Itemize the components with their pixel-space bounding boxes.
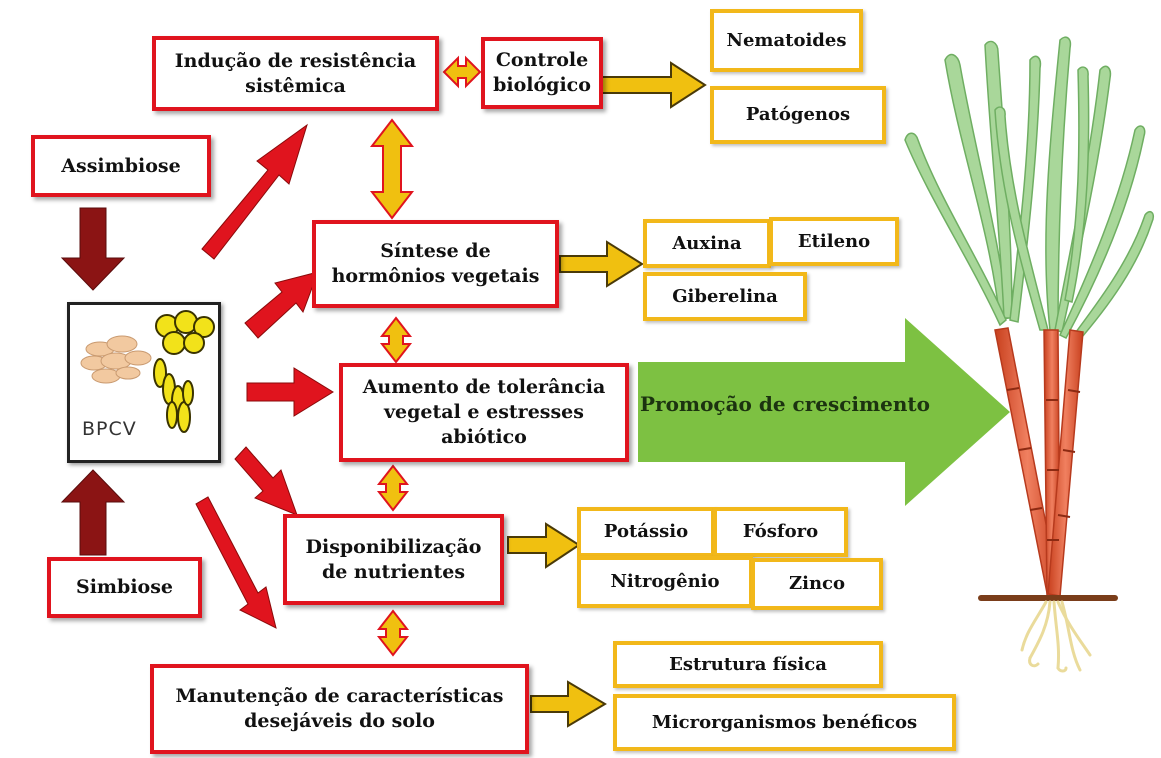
- arrow-to-sintese: [244, 271, 319, 339]
- arrow-to-solo: [530, 680, 607, 728]
- disponibilizacao-line-1: Disponibilização: [305, 535, 482, 558]
- auxina-box: Auxina: [643, 219, 771, 268]
- bpcv-box: BPCV: [67, 302, 221, 463]
- simbiose-box: Simbiose: [47, 557, 202, 618]
- estrutura-fisica-box: Estrutura física: [613, 641, 883, 688]
- arrow-to-manutencao: [195, 496, 277, 629]
- zinco-box: Zinco: [751, 558, 883, 610]
- giberelina-box: Giberelina: [643, 272, 807, 321]
- plant-illustration: [904, 36, 1155, 673]
- double-arrow-tolerancia-disponibilizacao: [376, 464, 410, 512]
- potassio-box: Potássio: [577, 507, 715, 557]
- sintese-line-2: hormônios vegetais: [331, 265, 540, 287]
- arrow-to-controle-outcomes: [600, 61, 707, 109]
- tolerancia-line-2: vegetal e estresses: [384, 401, 584, 424]
- patogenos-box: Patógenos: [710, 86, 886, 144]
- etileno-box: Etileno: [769, 217, 899, 266]
- nitrogenio-label: Nitrogênio: [610, 571, 720, 593]
- disponibilizacao-box: Disponibilização de nutrientes: [283, 514, 504, 605]
- arrow-to-hormonios: [559, 240, 644, 288]
- manutencao-line-2: desejáveis do solo: [244, 710, 435, 732]
- estrutura-fisica-label: Estrutura física: [669, 653, 827, 675]
- inducao-line-2: sistêmica: [245, 74, 346, 97]
- tolerancia-line-1: Aumento de tolerância: [362, 376, 606, 399]
- controle-line-1: Controle: [495, 49, 589, 72]
- assimbiose-box: Assimbiose: [31, 135, 211, 197]
- double-arrow-sintese-tolerancia: [379, 316, 413, 364]
- microrganismos-label: Microrganismos benéficos: [651, 711, 918, 733]
- assimbiose-arrow: [60, 207, 126, 291]
- fosforo-box: Fósforo: [713, 507, 848, 557]
- tolerancia-box: Aumento de tolerância vegetal e estresse…: [339, 363, 629, 462]
- patogenos-label: Patógenos: [745, 104, 851, 126]
- auxina-label: Auxina: [672, 232, 742, 254]
- double-arrow-inducao-controle: [442, 55, 482, 89]
- simbiose-label: Simbiose: [75, 576, 173, 599]
- assimbiose-label: Assimbiose: [61, 154, 181, 177]
- growth-arrow: [638, 318, 1010, 506]
- arrow-to-disponibilizacao: [234, 446, 298, 516]
- microrganismos-box: Microrganismos benéficos: [613, 694, 956, 751]
- arrow-to-tolerancia: [246, 367, 334, 417]
- zinco-label: Zinco: [788, 573, 846, 595]
- arrow-to-inducao: [201, 123, 308, 260]
- tolerancia-line-3: abiótico: [441, 425, 527, 448]
- manutencao-box: Manutenção de características desejáveis…: [150, 664, 529, 754]
- nitrogenio-box: Nitrogênio: [577, 556, 753, 608]
- giberelina-label: Giberelina: [672, 285, 778, 307]
- nematoides-label: Nematoides: [726, 29, 847, 51]
- disponibilizacao-line-2: de nutrientes: [321, 560, 466, 583]
- manutencao-line-1: Manutenção de características: [175, 685, 504, 708]
- etileno-label: Etileno: [797, 230, 871, 252]
- inducao-box: Indução de resistência sistêmica: [152, 36, 439, 111]
- controle-box: Controle biológico: [481, 37, 603, 109]
- double-arrow-inducao-sintese: [369, 118, 415, 220]
- nematoides-box: Nematoides: [710, 9, 863, 72]
- arrow-to-nutrientes: [507, 522, 581, 569]
- sintese-line-1: Síntese de: [380, 240, 491, 263]
- potassio-label: Potássio: [603, 521, 689, 543]
- growth-label: Promoção de crescimento: [640, 392, 931, 416]
- fosforo-label: Fósforo: [742, 521, 819, 543]
- inducao-line-1: Indução de resistência: [174, 49, 417, 72]
- double-arrow-disponibilizacao-manutencao: [376, 609, 410, 657]
- bpcv-label: BPCV: [82, 418, 137, 440]
- simbiose-arrow: [60, 469, 126, 556]
- microbes-icon: [80, 310, 215, 433]
- sintese-box: Síntese de hormônios vegetais: [312, 220, 559, 308]
- controle-line-2: biológico: [493, 74, 591, 96]
